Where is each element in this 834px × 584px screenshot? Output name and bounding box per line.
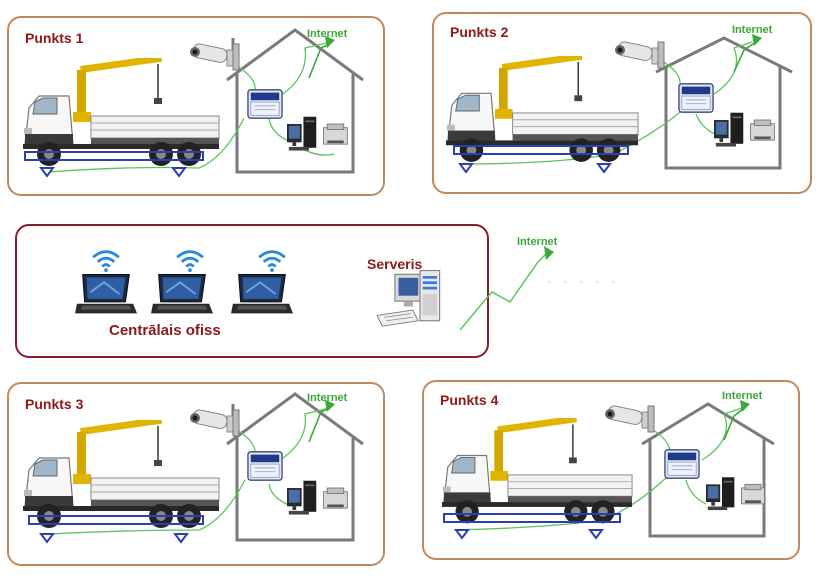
internet-arrowhead [544, 246, 554, 260]
scale-support-right [588, 529, 604, 540]
house-outline-icon [655, 36, 793, 170]
scale-support-left [39, 167, 55, 178]
point-title: Punkts 1 [25, 30, 84, 46]
scale-support-right [173, 533, 189, 544]
site-scene [22, 28, 364, 178]
office-scene [75, 250, 441, 327]
internet-arrowhead [752, 34, 762, 46]
desktop-computer-icon [706, 476, 765, 511]
crane-truck-icon [22, 58, 220, 167]
scale-support-left [458, 163, 474, 174]
cable-lines [48, 41, 335, 173]
wifi-icon [175, 250, 205, 272]
crane-truck-icon [22, 420, 220, 529]
site-scene [441, 400, 775, 540]
point-panel-2: Punkts 2 Internet [432, 12, 812, 194]
scale-platform [24, 151, 204, 161]
security-camera-icon [604, 404, 655, 433]
internet-arrow [308, 43, 330, 79]
point-title: Punkts 3 [25, 396, 84, 412]
point-panel-3: Punkts 3 Internet [7, 382, 385, 566]
wifi-icon [257, 250, 287, 272]
site-scene [22, 392, 364, 544]
internet-arrow [723, 407, 745, 441]
internet-label: Internet [722, 390, 763, 402]
internet-label: Internet [517, 236, 558, 248]
scale-platform [443, 513, 621, 523]
internet-label: Internet [307, 28, 348, 40]
central-office-panel: Centrālais ofiss Serveris [15, 224, 489, 358]
server-computer-icon [377, 270, 441, 327]
central-office-label: Centrālais ofiss [109, 322, 221, 339]
site-scene [445, 34, 793, 174]
internet-label: Internet [307, 392, 348, 404]
weighing-terminal-icon [664, 449, 700, 479]
internet-arrow [308, 407, 330, 443]
weighing-terminal-icon [678, 83, 714, 113]
scale-support-right [171, 167, 187, 178]
security-camera-icon [614, 40, 665, 69]
point-panel-4: Punkts 4 Internet [422, 380, 800, 560]
internet-arrow [733, 41, 757, 73]
weighing-terminal-icon [247, 451, 283, 481]
scale-support-left [454, 529, 470, 540]
point-title: Punkts 2 [450, 24, 509, 40]
laptop-icon [151, 273, 213, 315]
scale-support-right [596, 163, 612, 174]
server-label: Serveris [367, 256, 423, 272]
house-outline-icon [641, 402, 775, 538]
point-panel-1: Punkts 1 Internet [7, 16, 385, 196]
point-title: Punkts 4 [440, 392, 499, 408]
desktop-computer-icon [287, 116, 348, 152]
laptop-icon [75, 273, 137, 315]
scale-platform [453, 145, 629, 155]
internet-arrowhead [325, 400, 335, 412]
wifi-icon [91, 250, 121, 272]
crane-truck-icon [441, 418, 633, 525]
internet-arrowhead [325, 36, 335, 48]
weighing-terminal-icon [247, 89, 283, 119]
internet-label: Internet [732, 24, 773, 36]
desktop-computer-icon [714, 112, 775, 148]
scale-platform [28, 515, 204, 525]
desktop-computer-icon [287, 480, 348, 516]
internet-arrowhead [740, 400, 750, 412]
scale-support-left [39, 533, 55, 544]
laptop-icon [231, 273, 293, 315]
